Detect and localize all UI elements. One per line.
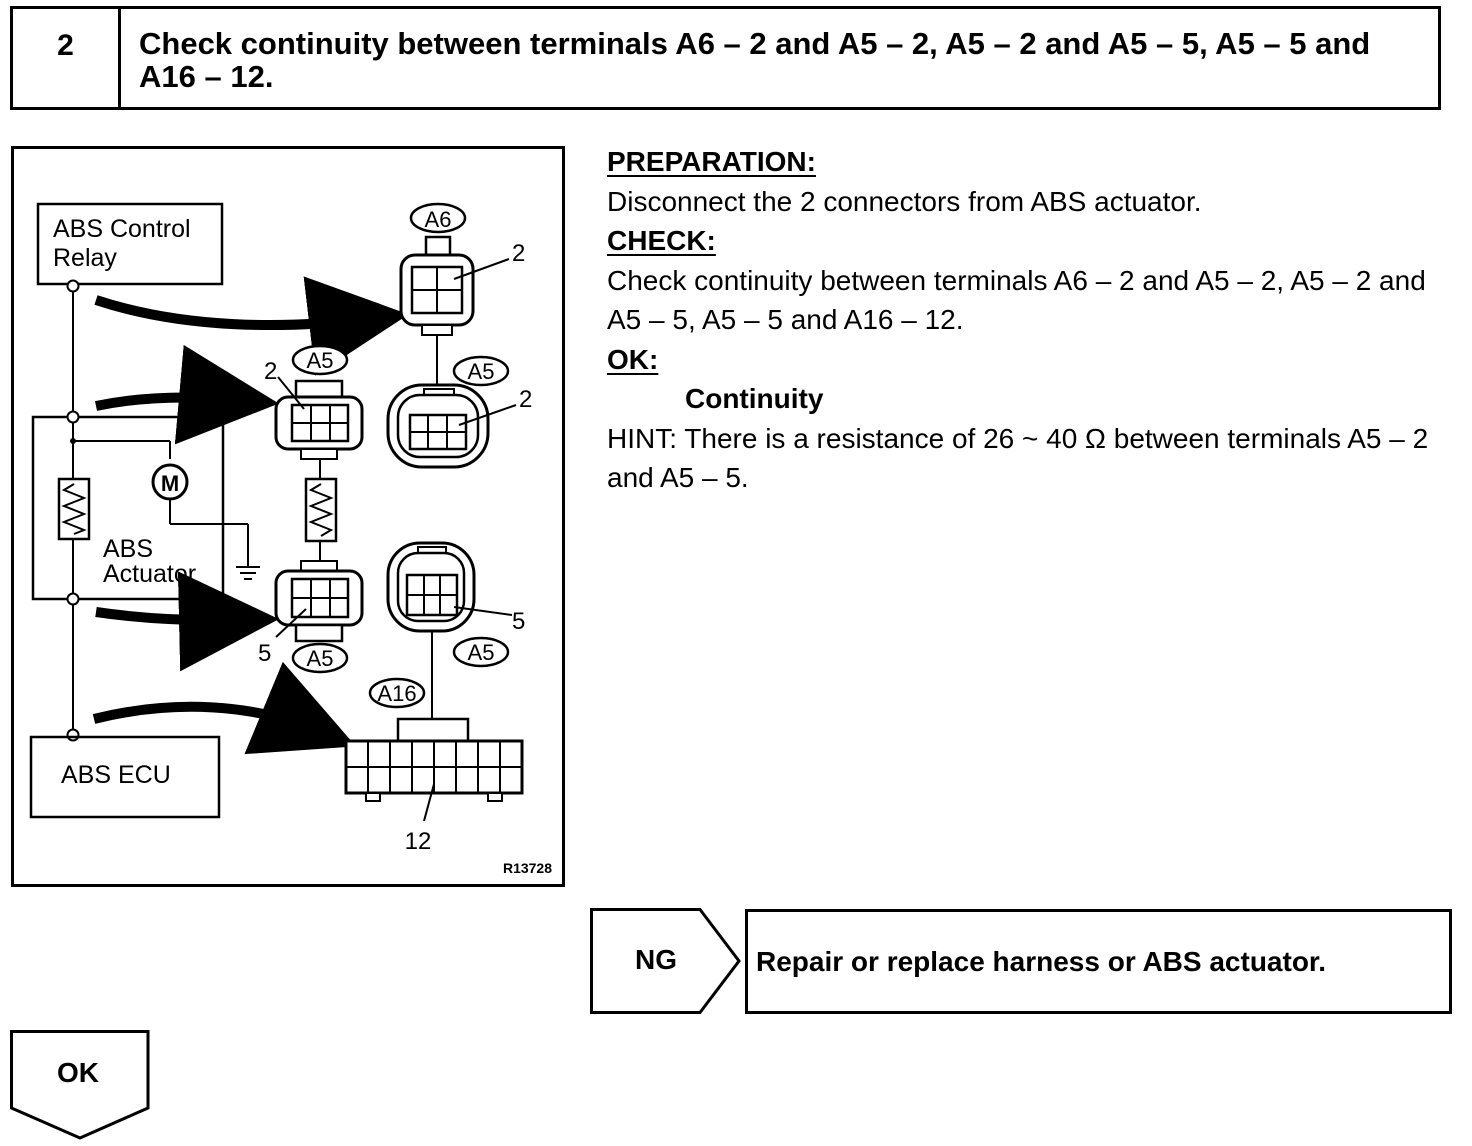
check-heading: CHECK: [607,225,716,256]
preparation-text: Disconnect the 2 connectors from ABS act… [607,185,1202,217]
pin-a5-right-lower-5: 5 [512,608,525,635]
pin-a6-2: 2 [512,240,525,267]
pin-a16-12: 12 [405,828,432,855]
abs-ecu-box [29,735,221,819]
tag-a5-left-lower: A5 [307,646,334,671]
ng-result-box: Repair or replace harness or ABS actuato… [745,909,1452,1014]
step-title: Check continuity between terminals A6 – … [139,26,1371,94]
relay-terminal-node [66,279,80,293]
arrow-ecu-to-a16 [92,661,356,755]
relay-label-line1: ABS Control [53,215,191,243]
pin-a5-left-lower-5: 5 [258,640,271,667]
tag-a6: A6 [425,207,452,232]
ok-label: OK [57,1057,99,1088]
abs-control-relay-box [36,202,224,286]
connector-a5-right-lower [386,541,513,668]
ok-heading: OK: [607,343,659,375]
actuator-label-line1: ABS [103,535,153,563]
wiring-diagram: ABS Control Relay M ABS Actuator ABS EC [11,146,565,887]
step-header: 2 Check continuity between terminals A6 … [10,6,1441,110]
ng-result-text: Repair or replace harness or ABS actuato… [756,946,1327,977]
arrow-to-a5-upper [94,344,279,445]
hint-text: HINT: There is a resistance of 26 ~ 40 Ω… [607,422,1429,494]
connector-a6 [399,202,510,336]
connector-a16 [344,677,524,822]
actuator-label-line2: Actuator [103,560,196,588]
ecu-terminal-node [66,728,80,742]
figure-code: R13728 [503,860,552,876]
wiring-diagram-svg: ABS Control Relay M ABS Actuator ABS EC [29,202,552,876]
actuator-bottom-node [66,592,80,606]
arrow-relay-to-a6 [94,276,409,376]
actuator-top-node [66,410,80,424]
arrow-to-a5-lower [95,571,279,672]
tag-a16: A16 [377,681,416,706]
relay-label-line2: Relay [53,244,117,272]
ng-flow-tag: NG [590,908,742,1014]
ok-flow-tag: OK [10,1030,152,1142]
ok-value: Continuity [685,383,824,414]
tag-a5-left-upper: A5 [307,348,334,373]
ng-label: NG [635,944,677,975]
pin-a5-left-upper-2: 2 [264,358,277,385]
abs-actuator-box [31,415,225,601]
connector-a5-left-lower [274,560,364,674]
ng-arrow-shape [590,908,741,1014]
tag-a5-right-upper: A5 [468,359,495,384]
connector-a5-right-upper [386,355,517,469]
instructions-panel: PREPARATION: Disconnect the 2 connectors… [607,142,1462,498]
ok-arrow-shape [10,1030,150,1140]
preparation-heading: PREPARATION: [607,146,816,177]
tag-a5-right-lower: A5 [468,640,495,665]
check-text: Check continuity between terminals A6 – … [607,264,1426,336]
step-number: 2 [13,9,121,107]
pin-a5-right-upper-2: 2 [519,386,532,413]
ecu-label: ABS ECU [61,761,171,789]
motor-label: M [161,471,179,496]
ground-icon [236,566,260,580]
